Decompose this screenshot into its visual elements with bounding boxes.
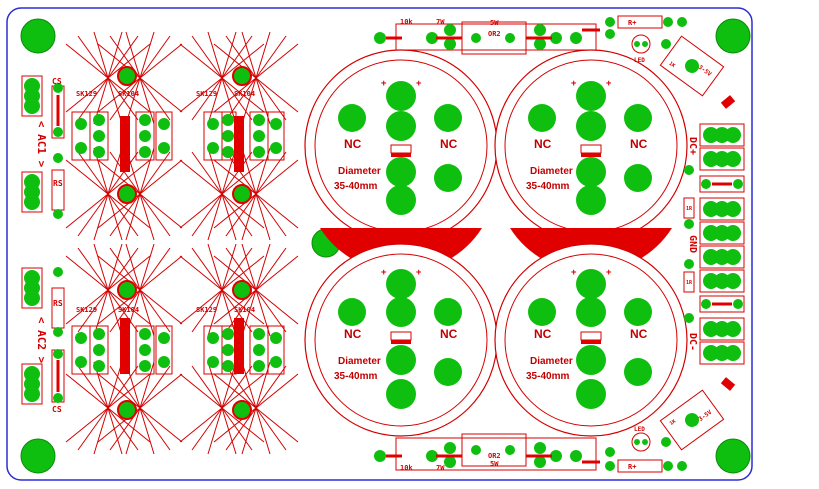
resistor-10k-label: 10k [400,464,413,472]
mounting-hole-bottom-right [715,438,751,474]
diameter-label: Diameter [338,166,381,177]
regulator-small-label-bottom: 1K [669,419,677,427]
capacitor-bottom-left: + + NC NC Diameter 35-40mm [304,243,498,437]
led-label-bottom: LED [634,426,645,433]
size-label: 35-40mm [334,371,377,382]
rs-label-top: RS [53,179,63,188]
nc-label: NC [440,327,458,341]
capacitor-top-right: + + NC NC Diameter 35-40mm [494,49,688,273]
cap-plus-label: + [416,268,422,278]
cap-plus-label: + [381,79,387,89]
ac2-label: < AC2 > [35,317,48,364]
ac2-connector-group: < AC2 > [21,267,48,405]
resistor-5w-label: 5W [490,460,499,468]
cap-plus-label: + [381,268,387,278]
cs-label-bottom: CS [52,405,62,414]
r-plus-label-top: R+ [628,19,636,27]
cap-plus-label: + [571,268,577,278]
nc-label: NC [344,327,362,341]
rectifier-block-top-right: SK129 SK104 [179,31,299,241]
mounting-holes [20,18,751,474]
cs-label-top: CS [52,77,62,86]
resistor-10k-label: 10k [400,18,413,26]
rectifier-block-bottom-right: SK129 SK104 [179,243,299,455]
sk104-label: SK104 [118,306,139,314]
sk129-label: SK129 [196,306,217,314]
led-label-top: LED [634,57,645,64]
nc-label: NC [440,137,458,151]
size-label: 35-40mm [526,371,569,382]
nc-label: NC [630,327,648,341]
resistor-5w-label: 5W [490,19,499,27]
mounting-hole-top-left [20,18,56,54]
nc-label: NC [630,137,648,151]
size-label: 35-40mm [334,181,377,192]
r-plus-label-bottom: R+ [628,463,636,471]
regulator-small-label-top: 1K [668,61,676,69]
rectifier-block-top-left: SK129 SK104 [65,31,183,241]
gnd-label: GND [687,235,698,253]
resistor-1r-label-top: 1R [686,206,693,212]
diameter-label: Diameter [338,356,381,367]
mounting-hole-top-right [715,18,751,54]
sk104-label: SK104 [234,90,255,98]
size-label: 35-40mm [526,181,569,192]
dc-minus-label: DC- [687,333,698,351]
sk129-label: SK129 [76,306,97,314]
sk104-label: SK104 [118,90,139,98]
nc-label: NC [344,137,362,151]
rs-label-bottom: RS [53,299,63,308]
capacitor-top-left: + + NC NC Diameter 35-40mm [304,49,498,273]
sk129-label: SK129 [196,90,217,98]
nc-label: NC [534,137,552,151]
rectifier-block-bottom-left: SK129 SK104 [65,243,183,455]
capacitor-bottom-right: + + NC NC Diameter 35-40mm [494,243,688,437]
diameter-label: Diameter [530,356,573,367]
sk129-label: SK129 [76,90,97,98]
cap-plus-label: + [416,79,422,89]
nc-label: NC [534,327,552,341]
resistor-1r-label-bottom: 1R [686,280,693,286]
resistor-or2-label: OR2 [488,452,501,460]
dc-plus-label: DC+ [687,137,698,155]
cap-plus-label: + [606,268,612,278]
dc-output-connectors: DC+ 1R GND 1R DC- [683,123,745,365]
diameter-label: Diameter [530,166,573,177]
top-resistor-row: 10k 7W 5W OR2 R+ LED [374,15,687,64]
mounting-hole-bottom-left [20,438,56,474]
cap-plus-label: + [606,79,612,89]
cap-plus-label: + [571,79,577,89]
sk104-label: SK104 [234,306,255,314]
ac1-connector-group: < AC1 > [21,75,48,213]
resistor-7w-label: 7W [436,464,445,472]
bottom-resistor-row: 10k 7W OR2 5W R+ LED [374,426,687,473]
ac1-label: < AC1 > [35,121,48,168]
snubber-parts-left: CS RS RS CS [51,77,65,414]
resistor-or2-label: OR2 [488,30,501,38]
resistor-7w-label: 7W [436,18,445,26]
